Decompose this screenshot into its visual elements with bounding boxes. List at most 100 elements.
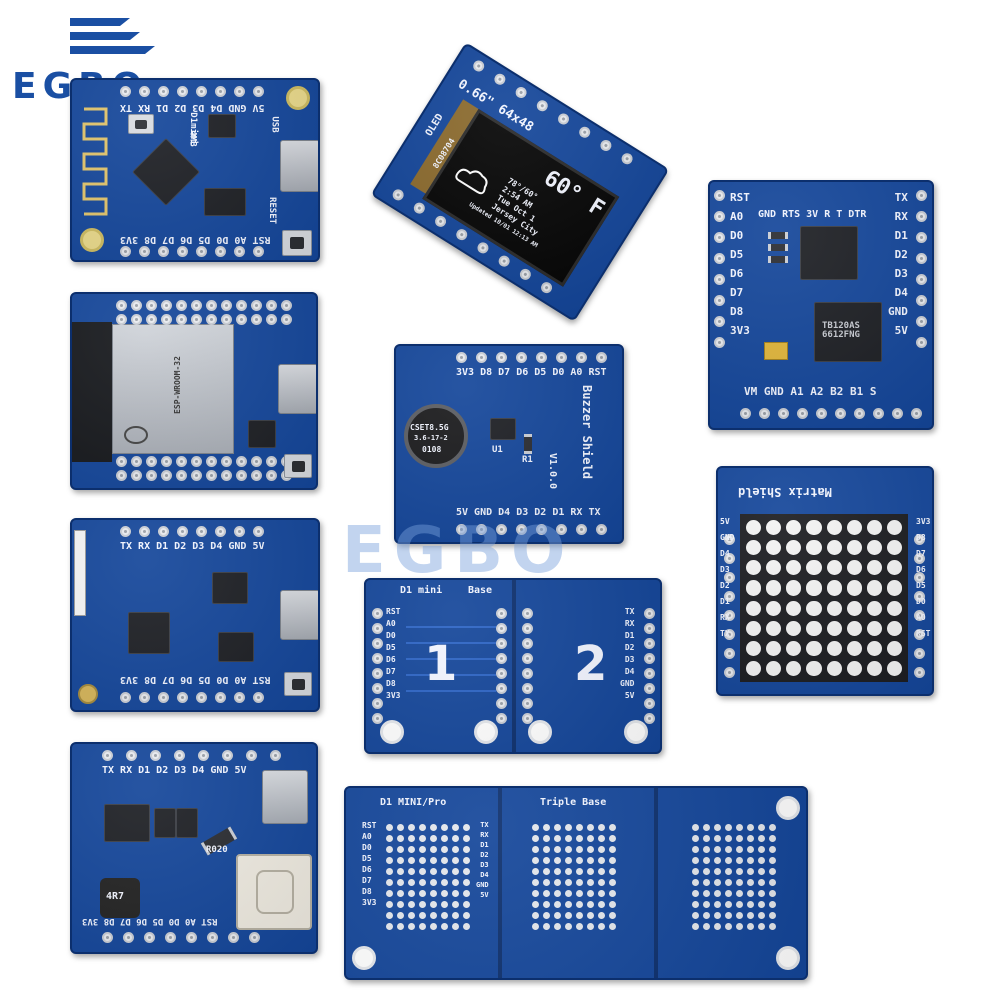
inductor: 4R7 [100,878,140,918]
dual-mid-right-pins [522,608,533,724]
resistor-r1 [524,434,532,454]
reset-label: RESET [267,196,278,225]
mount-hole [624,720,648,744]
oled-display: 60° F 78°/60° 2:54 AM Tue Oct 1 Jersey C… [422,108,620,287]
battery-bottom-pins [102,932,260,943]
usb-label: USB [269,116,280,133]
battery-top-pins [102,750,281,761]
pro-serial-chip [218,632,254,662]
triple-left-labels: RST A0 D0 D5 D6 D7 D8 3V3 [362,821,377,907]
esp32-module-text: ESP-WROOM-32 [172,356,182,414]
esp32-mini-board: ESP-WROOM-32 [70,292,318,490]
tantalum-capacitor [764,342,788,360]
pro-flash-chip [212,572,248,604]
matrix-left-pins [724,534,735,678]
dual-left-pins [372,608,383,724]
micro-usb-port [278,364,316,414]
reset-button[interactable] [282,230,312,256]
resistor-label: R020 [206,845,228,855]
buzzer-bottom-pins [456,524,607,535]
mount-hole [528,720,552,744]
dual-base-title-1: D1 mini [400,585,443,596]
motor-left-pins [714,190,725,348]
triple-base-title-2: Triple Base [540,797,607,808]
smd-resistor [768,244,788,251]
slot-number-2: 2 [574,636,608,692]
matrix-title: Matrix Shield [738,485,832,499]
proto-grid-3 [692,824,776,930]
mount-hole [776,796,800,820]
dual-right-pins [644,608,655,724]
triple-divider [498,788,502,978]
buzzer-text-2: 3.6-17-2 [414,434,448,442]
d1-mini-board: 5V GND D4 D3 D2 D1 RX TX D1mini 4MB USB … [70,78,320,262]
battery-bottom-labels: RST A0 D0 D5 D6 D7 D8 3V3 [82,916,218,926]
matrix-right-pins [914,534,925,678]
pro-top-labels: TX RX D1 D2 D3 D4 GND 5V [120,541,265,552]
pro-top-pins [120,526,264,537]
smd-resistor [768,232,788,239]
reset-button[interactable] [284,454,312,478]
top-pin-row [120,86,264,97]
motor-top-row: GND RTS 3V R T DTR [758,209,867,220]
dual-left-labels: RST A0 D0 D5 D6 D7 D8 3V3 [386,607,401,700]
top-pin-labels: 5V GND D4 D3 D2 D1 RX TX [120,102,265,113]
proto-grid-1 [386,824,470,930]
flash-chip [208,114,236,138]
usb-serial-chip [248,420,276,448]
mount-hole [776,946,800,970]
buzzer-bottom-labels: 5V GND D4 D3 D2 D1 RX TX [456,507,601,518]
mount-hole [380,720,404,744]
oled-temp: 60° F [539,165,609,223]
triple-mid-left-labels: TX RX D1 D2 D3 D4 GND 5V [476,821,489,899]
dual-mid-left-pins [496,608,507,724]
matrix-shield-board: Matrix Shield 3V3 D8 D7 D6 D5 D0 A0 RST … [716,466,934,696]
antenna-trace-icon [82,107,108,216]
pro-bottom-labels: RST A0 D0 D5 D6 D7 D8 3V3 [120,674,271,685]
buzzer-version: V1.0.0 [547,452,559,490]
flash-label: 4MB [187,130,198,147]
mosfet-2 [176,808,198,838]
esp32-top-pins [116,300,292,311]
mount-hole [474,720,498,744]
buzzer-top-labels: 3V3 D8 D7 D6 D5 D0 A0 RST [456,367,607,378]
slot-number-1: 1 [424,636,458,692]
battery-connector [236,854,312,930]
buzzer-title: Buzzer Shield [579,385,594,479]
usb-uart-chip [800,226,858,280]
led-matrix-8x8 [740,514,908,682]
bottom-pin-labels: RST A0 D0 D5 D6 D7 D8 3V3 [120,234,271,245]
bottom-pin-row [120,246,264,257]
weather-cloud-icon [455,168,488,195]
motor-right-labels: TX RX D1 D2 D3 D4 GND 5V [888,191,908,337]
pro-bottom-pins [120,692,264,703]
matrix-left-labels: 5V GND D4 D3 D2 D1 RX TX [720,517,735,638]
reset-button[interactable] [284,672,312,696]
motor-shield-board: RST A0 D0 D5 D6 D7 D8 3V3 TX RX D1 D2 D3… [708,180,934,430]
dual-base-title-2: Base [468,585,493,596]
esp32-module: ESP-WROOM-32 [112,324,234,454]
mount-hole [286,86,310,110]
inductor-label: 4R7 [106,891,125,902]
u1-label: U1 [492,445,503,455]
esp8266-chip [132,138,200,206]
micro-usb-port [280,140,318,192]
mount-hole [352,946,376,970]
ufl-connector [78,684,98,704]
proto-grid-2 [532,824,616,930]
wifi-logo-icon [124,426,148,444]
motor-bottom-pins [740,408,922,419]
buzzer-shield-board: 3V3 D8 D7 D6 D5 D0 A0 RST CSET8.5G 3.6-1… [394,344,624,544]
crystal [128,114,154,134]
battery-top-labels: TX RX D1 D2 D3 D4 GND 5V [102,765,247,776]
micro-usb-port [280,590,318,640]
motor-bottom-row: VM GND A1 A2 B2 B1 S [744,385,877,398]
triple-base-title-1: D1 MINI/Pro [380,797,447,808]
antenna-block [72,322,112,462]
matrix-right-labels: 3V3 D8 D7 D6 D5 D0 A0 RST [916,517,931,638]
dual-right-labels: TX RX D1 D2 D3 D4 GND 5V [620,607,635,700]
micro-usb-port [262,770,308,824]
buzzer-text-3: 0108 [422,445,442,454]
esp32-bottom-pins [116,456,292,467]
pro-esp-chip [128,612,170,654]
